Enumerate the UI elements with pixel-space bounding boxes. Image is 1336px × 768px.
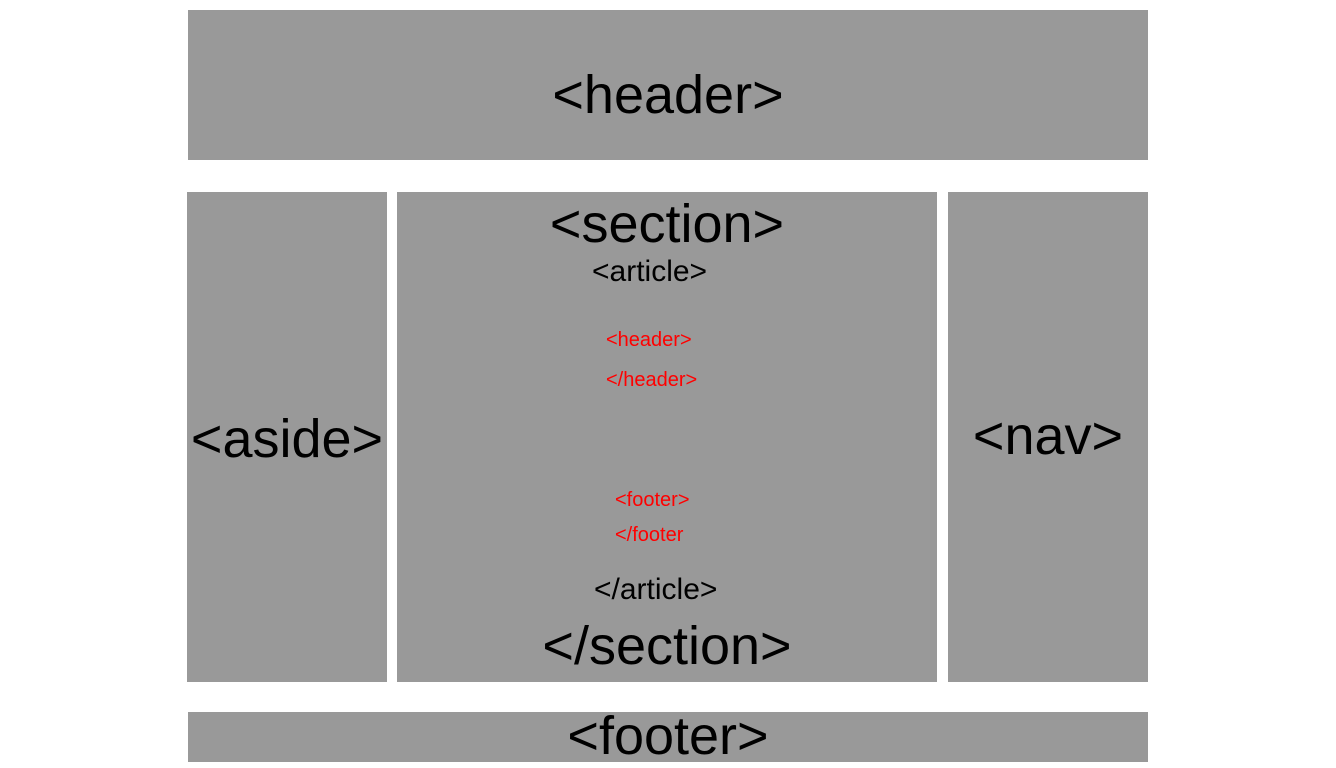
article-open-label: <article> (592, 255, 708, 288)
article-close-label: </article> (594, 573, 718, 606)
nav-label: <nav> (972, 406, 1124, 466)
aside-label: <aside> (190, 409, 384, 469)
header-label: <header> (552, 65, 784, 125)
section-open-label: <section> (549, 194, 785, 254)
header-block: <header> (188, 10, 1148, 160)
footer-label: <footer> (567, 706, 769, 766)
article-header-close-label: </header> (606, 369, 698, 391)
article-header-open-label: <header> (606, 329, 692, 351)
article-footer-close-label: </footer (615, 524, 684, 546)
footer-block: <footer> (188, 706, 1148, 766)
section-block: <section> <article> <header> </header> <… (397, 192, 937, 682)
aside-block: <aside> (187, 192, 387, 682)
nav-block: <nav> (948, 192, 1148, 682)
section-close-label: </section> (542, 616, 792, 676)
article-footer-open-label: <footer> (615, 489, 690, 511)
